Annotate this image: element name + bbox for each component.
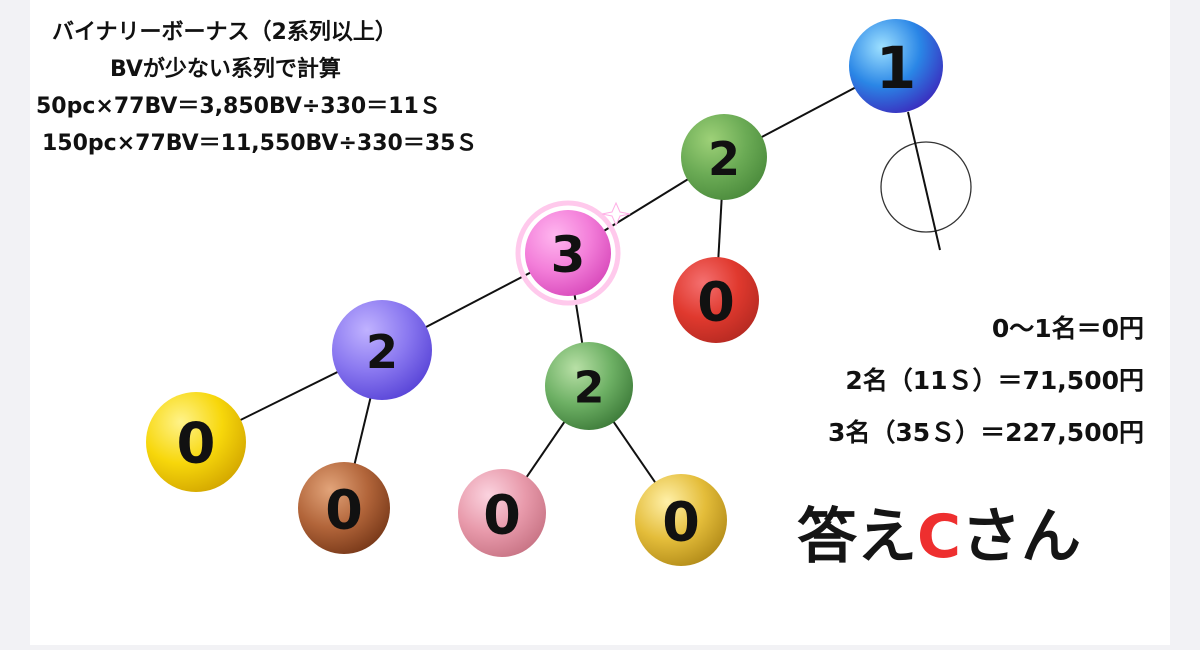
tree-diagram: 1 2 3 0 2 2 0 0 0 0 xyxy=(146,19,972,566)
calc-formula-2: 150pc×77BV＝11,550BV÷330＝35Ｓ xyxy=(42,131,478,156)
calc-formula-1: 50pc×77BV＝3,850BV÷330＝11Ｓ xyxy=(36,94,441,119)
tree-extras xyxy=(515,111,972,306)
answer-text: 答えCさん xyxy=(797,488,1081,575)
calculation-text: バイナリーボーナス（2系列以上） BVが少ない系列で計算 50pc×77BV＝3… xyxy=(30,14,477,162)
answer-suffix: さん xyxy=(961,502,1082,572)
tree-nodes: 1 2 3 0 2 2 0 0 0 0 xyxy=(146,19,943,566)
node-circle xyxy=(545,342,633,430)
node-label: 0 xyxy=(483,484,521,547)
node-label: 3 xyxy=(551,226,586,284)
node-label: 2 xyxy=(708,132,740,186)
node-circle xyxy=(146,392,246,492)
node-circle xyxy=(673,257,759,343)
diagram-canvas: 1 2 3 0 2 2 0 0 0 0 バイナリーボーナス（2系列以上） BVが少ない系列で計算 … xyxy=(30,0,1170,645)
empty-circle xyxy=(880,141,972,233)
tree-node-brown: 0 xyxy=(298,462,390,554)
answer-highlight: C xyxy=(917,502,962,572)
tree-node-jade: 2 xyxy=(545,342,633,430)
node-circle xyxy=(298,462,390,554)
node-circle xyxy=(332,300,432,400)
node-circle xyxy=(525,210,611,296)
payout-list: 0〜1名＝0円 2名（11Ｓ）＝71,500円 3名（35Ｓ）＝227,500円 xyxy=(828,303,1144,459)
tree-node-yellow: 0 xyxy=(146,392,246,492)
node-label: 0 xyxy=(662,491,700,554)
node-label: 2 xyxy=(574,363,605,414)
sparkle-icon xyxy=(601,201,631,227)
tree-node-blue: 1 xyxy=(849,19,943,113)
tree-node-pink: 3 xyxy=(525,210,611,296)
pink-node-glow-ring xyxy=(515,200,621,306)
tree-node-gold: 0 xyxy=(635,474,727,566)
tree-node-rose: 0 xyxy=(458,469,546,557)
node-label: 1 xyxy=(876,34,916,102)
tree-node-green: 2 xyxy=(681,114,767,200)
node-label: 0 xyxy=(177,412,216,477)
calc-title: バイナリーボーナス（2系列以上） xyxy=(52,20,397,45)
node-label: 2 xyxy=(366,325,398,379)
node-label: 0 xyxy=(697,271,735,334)
tree-node-red: 0 xyxy=(673,257,759,343)
node-label: 0 xyxy=(325,479,363,542)
payout-line: 2名（11Ｓ）＝71,500円 xyxy=(845,366,1144,395)
answer-prefix: 答え xyxy=(797,502,917,572)
node-circle xyxy=(849,19,943,113)
payout-line: 0〜1名＝0円 xyxy=(991,314,1144,343)
node-circle xyxy=(681,114,767,200)
tree-node-purple: 2 xyxy=(332,300,432,400)
calc-note: BVが少ない系列で計算 xyxy=(110,57,341,82)
node-circle xyxy=(458,469,546,557)
node-circle xyxy=(635,474,727,566)
empty-branch-line xyxy=(907,111,941,251)
payout-line: 3名（35Ｓ）＝227,500円 xyxy=(827,418,1144,447)
